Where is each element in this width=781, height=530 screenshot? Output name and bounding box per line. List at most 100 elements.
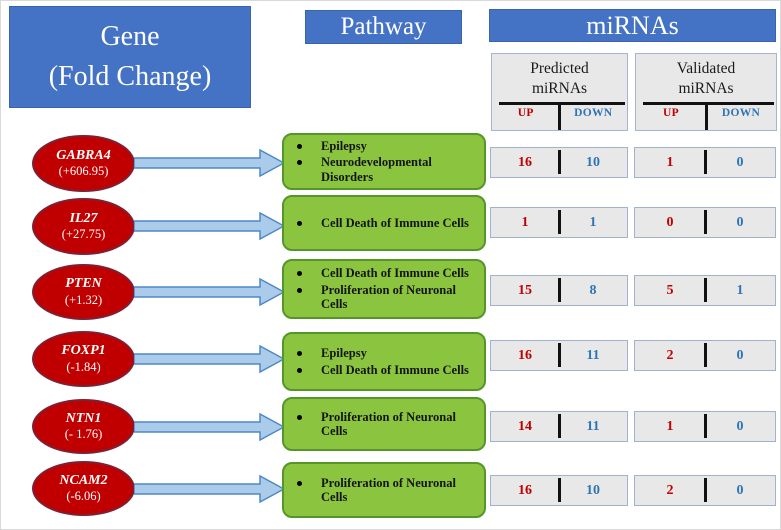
count-divider: [557, 150, 561, 174]
pathway-box-gabra4: Epilepsy Neurodevelopmental Disorders: [282, 133, 486, 190]
count-divider: [703, 414, 707, 438]
vertical-divider: [704, 102, 708, 130]
up-label: UP: [517, 107, 534, 119]
bullet-icon: [297, 160, 302, 166]
validated-counts-ncam2: 2 0: [634, 475, 776, 506]
predicted-counts-ntn1: 14 11: [490, 411, 628, 442]
count-divider: [557, 210, 561, 234]
pathway-list: Proliferation of Neuronal Cells: [284, 408, 484, 441]
pathway-item-label: Cell Death of Immune Cells: [321, 362, 469, 377]
bullet-icon: [297, 287, 302, 293]
validated-mirnas-title: Validated miRNAs: [636, 54, 776, 99]
pathway-item-label: Proliferation of Neuronal Cells: [321, 409, 456, 439]
up-label: UP: [663, 107, 679, 119]
count-divider: [703, 210, 707, 234]
bullet-icon: [297, 351, 302, 356]
pathway-column-header: Pathway: [305, 10, 462, 44]
down-label: DOWN: [574, 107, 613, 119]
pathway-item: Epilepsy: [295, 139, 478, 154]
gene-node-il27: IL27 (+27.75): [32, 198, 135, 255]
pathway-header-text: Pathway: [340, 13, 427, 40]
validated-counts-pten: 5 1: [634, 275, 776, 306]
fold-change: (+606.95): [58, 164, 109, 179]
mirnas-header-text: miRNAs: [586, 10, 679, 40]
right-arrow-icon: [134, 344, 285, 374]
gene-node-pten: PTEN (+1.32): [32, 264, 135, 320]
pathway-box-ncam2: Proliferation of Neuronal Cells: [282, 462, 486, 518]
vertical-divider: [558, 102, 561, 130]
validated-counts-foxp1: 2 0: [634, 340, 776, 371]
pathway-item-label: Cell Death of Immune Cells: [321, 215, 469, 230]
predicted-counts-gabra4: 16 10: [490, 147, 628, 178]
down-count: 11: [586, 347, 600, 363]
pathway-item: Proliferation of Neuronal Cells: [295, 283, 478, 312]
gene-name: FOXP1: [61, 343, 106, 359]
validated-counts-il27: 0 0: [634, 207, 776, 238]
down-count: 0: [736, 347, 744, 363]
predicted-title-line2: miRNAs: [531, 80, 588, 98]
pathway-item: Cell Death of Immune Cells: [295, 266, 478, 281]
validated-updown-row: UP DOWN: [636, 107, 776, 119]
count-divider: [703, 478, 707, 502]
gene-name: NCAM2: [59, 472, 108, 488]
predicted-mirnas-header: Predicted miRNAs UP DOWN: [491, 53, 628, 131]
pathway-box-il27: Cell Death of Immune Cells: [282, 195, 486, 251]
pathway-item: Neurodevelopmental Disorders: [295, 155, 478, 184]
up-count: 2: [666, 482, 674, 498]
horizontal-divider: [643, 102, 774, 105]
gene-node-foxp1: FOXP1 (-1.84): [32, 331, 135, 387]
up-count: 0: [666, 214, 674, 230]
down-count: 0: [736, 154, 744, 170]
pathway-item-label: Cell Death of Immune Cells: [321, 266, 469, 281]
fold-change: (- 1.76): [64, 427, 103, 442]
down-label: DOWN: [721, 107, 761, 119]
up-count: 16: [518, 347, 532, 363]
gene-name: IL27: [69, 210, 98, 226]
validated-counts-ntn1: 1 0: [634, 411, 776, 442]
predicted-updown-row: UP DOWN: [492, 107, 627, 119]
fold-change: (-6.06): [66, 489, 101, 504]
down-count: 0: [736, 214, 744, 230]
up-count: 5: [666, 282, 674, 298]
gene-header-text: Gene (Fold Change): [49, 17, 212, 97]
predicted-counts-il27: 1 1: [490, 207, 628, 238]
pathway-box-ntn1: Proliferation of Neuronal Cells: [282, 397, 486, 451]
down-count: 1: [736, 282, 744, 298]
pathway-item: Proliferation of Neuronal Cells: [295, 476, 478, 505]
count-divider: [703, 343, 707, 367]
down-count: 0: [736, 482, 744, 498]
down-count: 8: [589, 282, 597, 298]
right-arrow-icon: [134, 148, 285, 178]
up-count: 1: [666, 418, 674, 434]
mirnas-column-header: miRNAs: [489, 9, 776, 42]
pathway-item: Cell Death of Immune Cells: [295, 216, 469, 231]
horizontal-divider: [499, 102, 625, 105]
pathway-item: Proliferation of Neuronal Cells: [295, 410, 478, 439]
predicted-counts-ncam2: 16 10: [490, 475, 628, 506]
bullet-icon: [297, 480, 302, 486]
pathway-item-label: Neurodevelopmental Disorders: [321, 155, 432, 184]
count-divider: [557, 343, 561, 367]
pathway-list: Cell Death of Immune Cells: [284, 214, 475, 233]
pathway-item-label: Proliferation of Neuronal Cells: [321, 282, 456, 312]
fold-change: (+1.32): [64, 292, 103, 307]
count-divider: [557, 414, 561, 438]
pathway-item-label: Proliferation of Neuronal Cells: [321, 475, 456, 505]
pathway-list: Epilepsy Cell Death of Immune Cells: [284, 344, 475, 379]
pathway-box-foxp1: Epilepsy Cell Death of Immune Cells: [282, 332, 486, 391]
predicted-title-line1: Predicted: [530, 60, 589, 77]
predicted-mirnas-title: Predicted miRNAs: [492, 54, 627, 99]
bullet-icon: [297, 367, 302, 373]
down-count: 10: [586, 482, 600, 498]
bullet-icon: [297, 271, 302, 277]
pathway-item-label: Epilepsy: [321, 346, 367, 360]
validated-counts-gabra4: 1 0: [634, 147, 776, 178]
bullet-icon: [297, 220, 302, 226]
up-count: 14: [518, 418, 532, 434]
gene-node-gabra4: GABRA4 (+606.95): [32, 135, 135, 192]
pathway-item: Cell Death of Immune Cells: [295, 363, 469, 378]
pathway-list: Proliferation of Neuronal Cells: [284, 474, 484, 507]
up-count: 1: [666, 154, 674, 170]
count-divider: [557, 278, 561, 302]
